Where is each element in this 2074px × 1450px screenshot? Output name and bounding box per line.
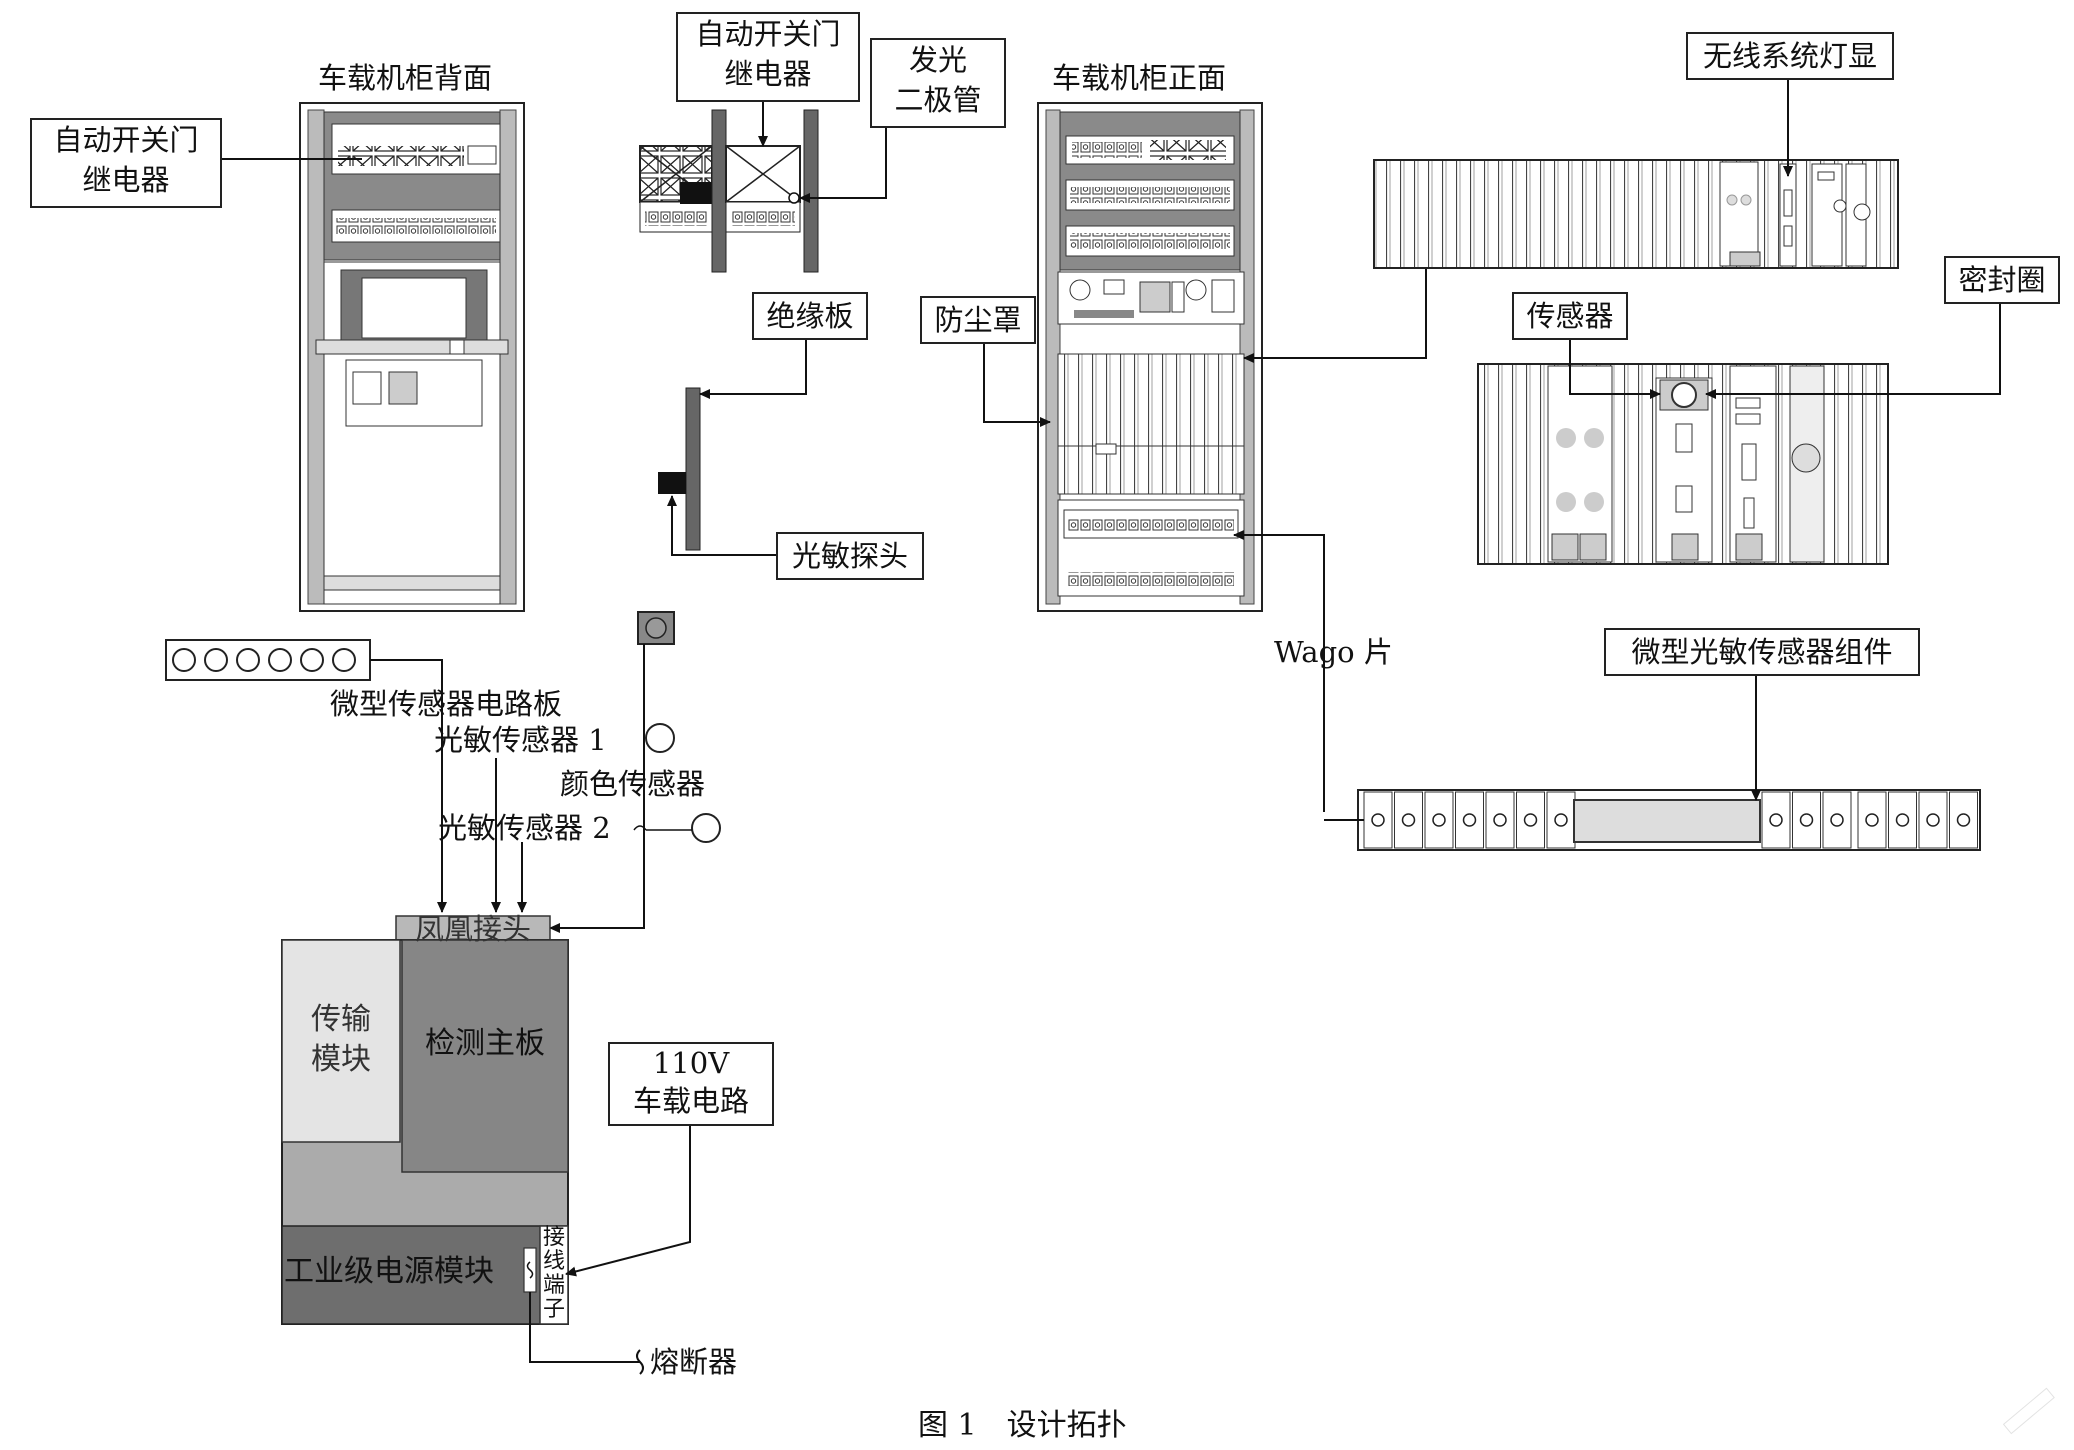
- led-leader: [799, 124, 887, 203]
- relay-top-line-2: 继电器: [724, 57, 812, 91]
- fuse-label: 熔断器: [650, 1345, 738, 1379]
- wago-cell-hole: [1462, 813, 1477, 827]
- detection-board-label: 检测主板: [425, 1026, 545, 1061]
- color-sensor-label: 颜色传感器: [560, 767, 706, 801]
- wago-cell-hole: [1956, 813, 1971, 827]
- sensor-board-leader: [370, 659, 447, 913]
- probe-label: 光敏探头: [776, 532, 924, 580]
- wago-cell-hole: [1926, 813, 1940, 827]
- probe-small-leader: [549, 644, 645, 933]
- relay-left-line-1: 自动开关门: [53, 123, 199, 157]
- wago-cell-hole: [1799, 813, 1814, 827]
- relay-left-line-2: 继电器: [82, 163, 170, 197]
- seal-ring-label: 密封圈: [1944, 256, 2060, 304]
- wago-cell-hole: [1432, 813, 1446, 827]
- wireless-rack-leader: [1243, 268, 1427, 363]
- relay-detail: [639, 109, 819, 273]
- transmission-line-2: 模块: [311, 1042, 371, 1077]
- rack-top: [1373, 159, 1899, 269]
- wago-cell: [1363, 791, 1393, 849]
- fuse-leader: [529, 1292, 644, 1375]
- led-line-1: 发光: [908, 43, 967, 77]
- vehicle-power-line-1: 110V: [652, 1046, 730, 1080]
- micro-sensor-board: [165, 639, 371, 681]
- wago-strip: [1357, 789, 1981, 851]
- led-line-2: 二极管: [894, 83, 982, 117]
- module-housing: [281, 915, 569, 1325]
- transmission-module-label: 传输 模块: [282, 1000, 400, 1080]
- seal-ring-leader: [1705, 298, 2001, 399]
- dust-cover-label: 防尘罩: [920, 296, 1036, 344]
- wago-label: Wago 片: [1274, 635, 1393, 669]
- wago-cell-hole: [1865, 813, 1879, 827]
- probe-small: [637, 611, 675, 645]
- relay-top-line-1: 自动开关门: [695, 17, 841, 51]
- micro-assembly-label: 微型光敏传感器组件: [1604, 628, 1920, 676]
- wago-cell-hole: [1554, 813, 1568, 827]
- figure-caption: 图 1 设计拓扑: [918, 1408, 1127, 1443]
- wago-cell-hole: [1523, 813, 1538, 827]
- wago-cell: [1394, 791, 1423, 849]
- sensor-2-circle: [633, 813, 721, 843]
- relay-top-label: 自动开关门 继电器: [676, 12, 860, 102]
- power-module-label: 工业级电源模块: [284, 1254, 494, 1289]
- wago-cell-hole: [1769, 813, 1783, 827]
- terminal-label: 接 线 端 子: [540, 1226, 568, 1322]
- wago-leader: [1233, 530, 1325, 812]
- insulation-label: 绝缘板: [752, 292, 868, 340]
- watermark-logo: [2002, 1387, 2055, 1435]
- cabinet-front-title: 车载机柜正面: [1052, 61, 1227, 95]
- rack-middle: [1477, 363, 1889, 565]
- wago-cell: [1857, 791, 1887, 849]
- wago-cell-hole: [1895, 813, 1910, 827]
- wago-cell-hole: [1493, 813, 1507, 827]
- dust-cover-leader: [983, 340, 1051, 427]
- cabinet-front: [1037, 102, 1263, 612]
- sensor-1-circle: [645, 723, 675, 753]
- terminal-char-1: 接: [542, 1225, 565, 1250]
- probe-leader: [667, 495, 776, 556]
- wireless-label: 无线系统灯显: [1686, 32, 1894, 80]
- terminal-char-4: 子: [542, 1297, 565, 1322]
- terminal-char-3: 端: [542, 1273, 565, 1298]
- insulation-board: [658, 387, 701, 551]
- vehicle-power-label: 110V 车载电路: [608, 1042, 774, 1126]
- phoenix-connector-label: 凤凰接头: [414, 912, 531, 946]
- cabinet-back-title: 车载机柜背面: [318, 61, 493, 95]
- wago-cell: [1949, 791, 1978, 849]
- micro-sensor-board-label: 微型传感器电路板: [330, 687, 563, 721]
- vehicle-power-leader: [565, 1122, 691, 1277]
- wago-cell-hole: [1371, 813, 1385, 827]
- cabinet-back: [299, 102, 525, 612]
- photo-sensor-2-label: 光敏传感器 2: [438, 811, 611, 845]
- terminal-char-2: 线: [542, 1249, 565, 1274]
- transmission-line-1: 传输: [311, 1002, 371, 1037]
- photo-sensor-1-label: 光敏传感器 1: [434, 723, 607, 757]
- sensor-leader: [1569, 334, 1661, 399]
- led-label: 发光 二极管: [870, 38, 1006, 128]
- wago-cell-hole: [1401, 813, 1416, 827]
- relay-left-label: 自动开关门 继电器: [30, 118, 222, 208]
- insulation-leader: [699, 338, 807, 399]
- wago-cell-hole: [1830, 813, 1844, 827]
- sensor-label: 传感器: [1512, 292, 1628, 340]
- vehicle-power-line-2: 车载电路: [632, 1084, 749, 1118]
